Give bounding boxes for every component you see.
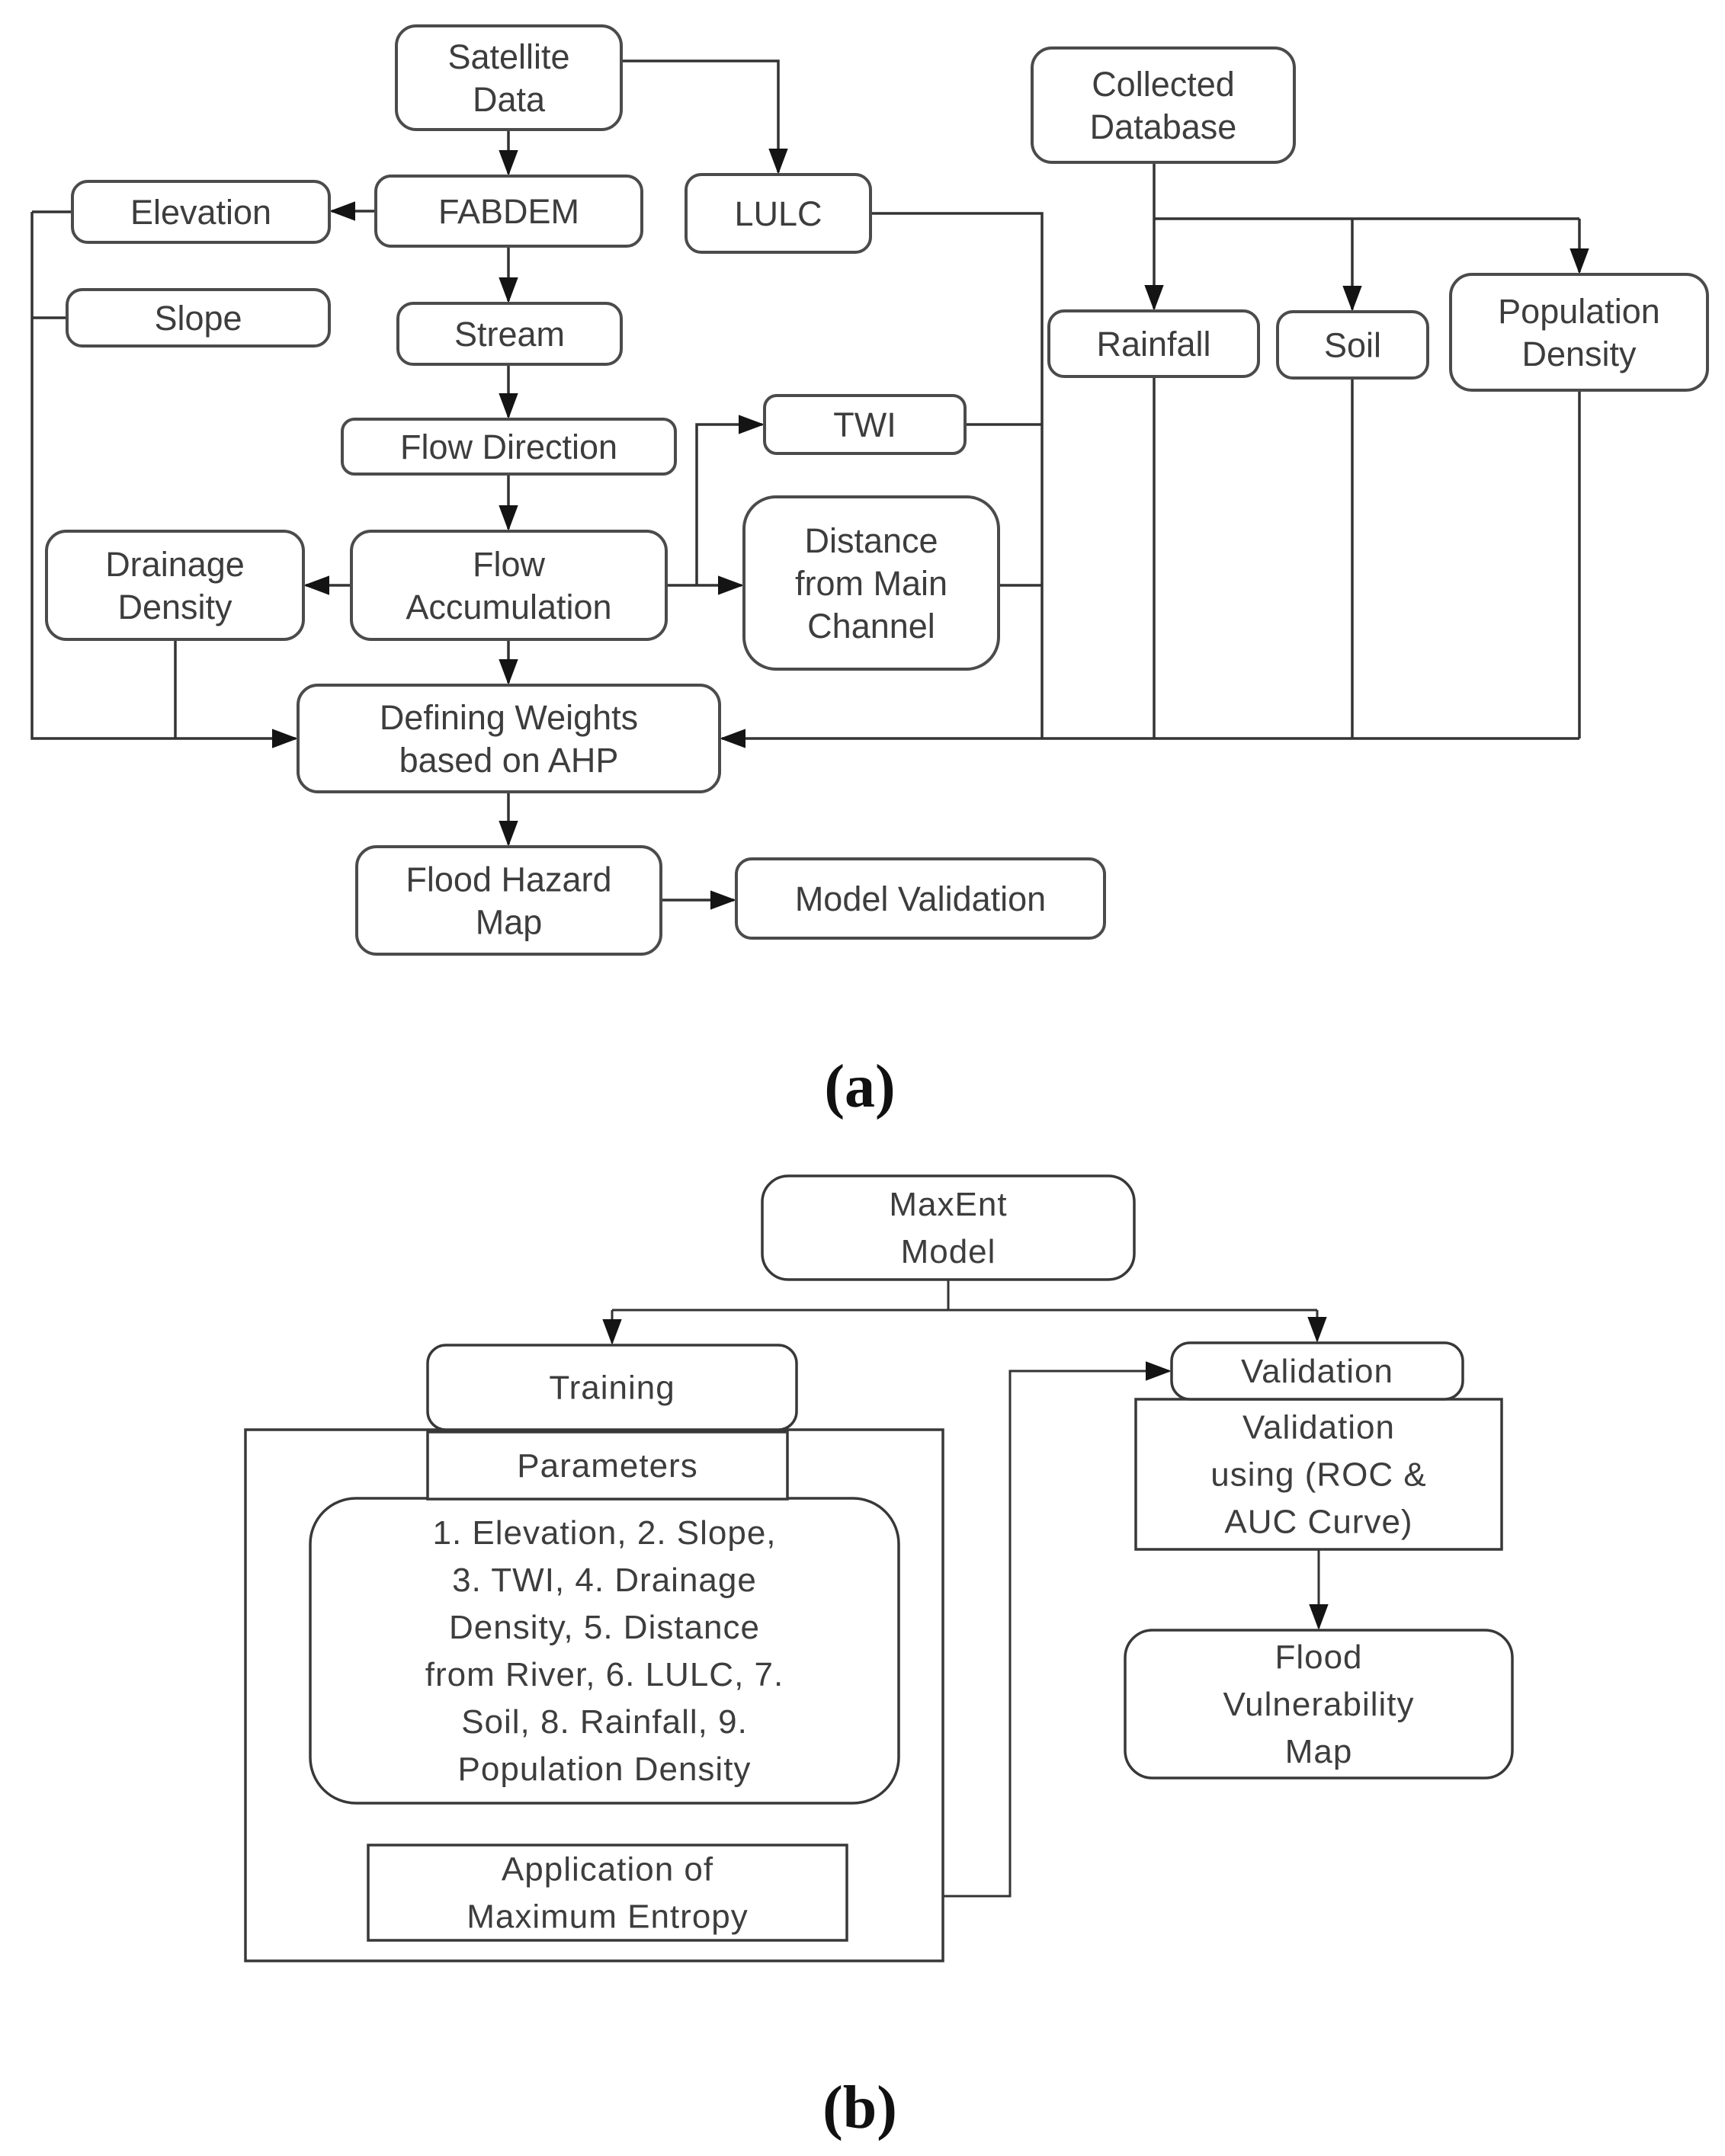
flood-hazard-map-box bbox=[355, 845, 662, 956]
flow-direction-box bbox=[341, 418, 677, 476]
collected-database-box bbox=[1031, 46, 1296, 164]
soil-label: Soil bbox=[1324, 325, 1381, 364]
flood-vulnerability-map-box bbox=[1124, 1629, 1514, 1780]
training-label: Training bbox=[549, 1369, 675, 1406]
parameters-box bbox=[426, 1430, 789, 1501]
model-validation-box bbox=[735, 857, 1106, 940]
twi-label: TWI bbox=[833, 405, 896, 444]
rainfall-box bbox=[1047, 309, 1260, 378]
stream-box bbox=[396, 302, 623, 366]
node-soil: Soil bbox=[1276, 310, 1429, 380]
fabdem-box bbox=[374, 175, 643, 248]
node-model-validation: Model Validation bbox=[735, 857, 1106, 940]
application-max-entropy-box bbox=[367, 1844, 848, 1942]
node-lulc: LULC bbox=[685, 173, 872, 254]
validation-label: Validation bbox=[1241, 1353, 1393, 1390]
satellite-data-box bbox=[395, 24, 623, 131]
elevation-box bbox=[71, 180, 331, 244]
twi-box bbox=[763, 394, 967, 455]
drainage-density-box bbox=[45, 530, 305, 641]
edge-satellite-to-lulc bbox=[621, 59, 788, 175]
caption-a: (a) bbox=[824, 1053, 895, 1120]
training-box bbox=[426, 1344, 798, 1431]
edge-left-rail-to-defining-weights bbox=[30, 212, 298, 748]
lulc-label: LULC bbox=[734, 194, 822, 233]
node-parameters: Parameters bbox=[426, 1430, 789, 1501]
slope-label: Slope bbox=[154, 299, 242, 338]
fabdem-label: FABDEM bbox=[438, 192, 579, 231]
node-fabdem: FABDEM bbox=[374, 175, 643, 248]
parameters-list-label: 1. Elevation, 2. Slope,3. TWI, 4. Draina… bbox=[425, 1514, 784, 1788]
slope-box bbox=[66, 288, 331, 348]
node-stream: Stream bbox=[396, 302, 623, 366]
rainfall-label: Rainfall bbox=[1096, 325, 1210, 364]
validation-box bbox=[1170, 1341, 1464, 1401]
flow-direction-label: Flow Direction bbox=[400, 428, 617, 466]
caption-b: (b) bbox=[822, 2074, 897, 2142]
captions: (a) (b) bbox=[822, 1053, 897, 2142]
node-parameters-list: 1. Elevation, 2. Slope,3. TWI, 4. Draina… bbox=[309, 1497, 900, 1805]
model-validation-label: Model Validation bbox=[795, 879, 1046, 918]
edge-lulc-to-collector-drop bbox=[871, 212, 1044, 738]
population-density-box bbox=[1449, 273, 1709, 392]
maxent-model-box bbox=[761, 1174, 1136, 1281]
node-validation: Validation bbox=[1170, 1341, 1464, 1401]
node-flow-direction: Flow Direction bbox=[341, 418, 677, 476]
elevation-label: Elevation bbox=[130, 193, 271, 232]
soil-box bbox=[1276, 310, 1429, 380]
node-slope: Slope bbox=[66, 288, 331, 348]
parameters-label: Parameters bbox=[517, 1447, 697, 1485]
distance-from-main-channel-box bbox=[742, 495, 1000, 671]
stream-label: Stream bbox=[454, 315, 565, 354]
node-training: Training bbox=[426, 1344, 798, 1431]
node-rainfall: Rainfall bbox=[1047, 309, 1260, 378]
edge-flow-accumulation-to-twi bbox=[695, 415, 765, 585]
flow-accumulation-box bbox=[350, 530, 668, 641]
defining-weights-ahp-box bbox=[297, 684, 721, 793]
node-twi: TWI bbox=[763, 394, 967, 455]
lulc-box bbox=[685, 173, 872, 254]
node-elevation: Elevation bbox=[71, 180, 331, 244]
